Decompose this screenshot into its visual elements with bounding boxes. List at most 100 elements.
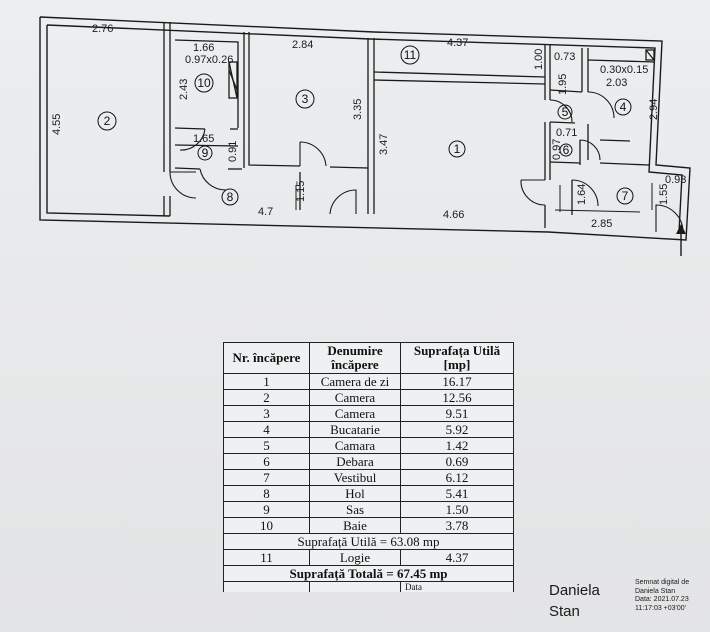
dim-entry-height: 1.55	[658, 184, 670, 205]
row-nr: 8	[223, 485, 310, 502]
dim-r1-height: 3.47	[378, 134, 390, 155]
header-name: Denumire încăpere	[309, 342, 401, 374]
room-marker-2: 2	[97, 111, 117, 131]
row-nr: 4	[223, 421, 310, 438]
row-name: Bucatarie	[309, 421, 401, 438]
interior-walls	[163, 22, 656, 228]
signature-line-2: Daniela Stan	[635, 587, 676, 595]
room-marker-8: 8	[221, 188, 239, 206]
dim-r8-width: 4.7	[258, 206, 273, 218]
dim-entry-width: 0.93	[665, 174, 686, 186]
row-name: Baie	[309, 517, 401, 534]
svg-text:7: 7	[622, 189, 629, 203]
dim-r8-stub: 1.15	[295, 181, 307, 202]
dim-r10-width: 1.66	[193, 42, 214, 54]
signature-line-4: 11:17:03 +03'00'	[635, 604, 687, 612]
grand-total: Suprafață Totală = 67.45 mp	[223, 565, 514, 582]
dim-r10-height: 2.43	[178, 79, 190, 100]
loggia-name: Logie	[309, 549, 401, 566]
svg-text:9: 9	[202, 146, 209, 160]
door-swings	[169, 91, 684, 233]
header-area: Suprafața Utilă [mp]	[400, 342, 514, 374]
row-nr: 5	[223, 437, 310, 454]
row-name: Vestibul	[309, 469, 401, 486]
header-nr: Nr. încăpere	[223, 342, 310, 374]
row-nr: 10	[223, 517, 310, 534]
dim-r9-width: 1.65	[193, 133, 214, 145]
dim-r5-height: 1.95	[557, 74, 569, 95]
svg-text:3: 3	[302, 92, 309, 106]
loggia-area: 4.37	[400, 549, 514, 566]
room-marker-1: 1	[448, 140, 466, 158]
svg-text:6: 6	[563, 143, 570, 157]
row-nr: 6	[223, 453, 310, 470]
room-marker-9: 9	[197, 145, 213, 161]
loggia-nr: 11	[223, 549, 310, 566]
row-area: 0.69	[400, 453, 514, 470]
dim-r3-height: 3.35	[352, 99, 364, 120]
floor-plan: 2.76 4.55 1.66 0.97x0.26 2.43 1.65 0.91 …	[39, 16, 691, 256]
signature-line-1: Semnat digital de	[635, 579, 690, 586]
dimension-ticks	[295, 183, 653, 213]
room-marker-10: 10	[194, 73, 214, 93]
grand-total-row: Suprafață Totală = 67.45 mp	[223, 565, 514, 582]
row-name: Camera	[309, 405, 401, 422]
row-name: Hol	[309, 485, 401, 502]
svg-text:10: 10	[197, 76, 211, 90]
dim-r9-height: 0.91	[227, 141, 239, 162]
dim-r2-height: 4.55	[51, 114, 63, 135]
outer-walls	[39, 16, 691, 241]
row-name: Camera	[309, 389, 401, 406]
row-name: Camera de zi	[309, 373, 401, 390]
row-nr: 2	[223, 389, 310, 406]
dim-r7-height: 1.64	[576, 184, 588, 205]
author-first-name: Daniela	[549, 582, 600, 599]
room-marker-6: 6	[559, 143, 573, 157]
room-marker-11: 11	[400, 45, 420, 65]
dim-r6-height: 0.97	[551, 139, 563, 160]
row-area: 12.56	[400, 389, 514, 406]
entry-arrow	[676, 224, 686, 256]
svg-text:11: 11	[404, 48, 417, 62]
row-area: 6.12	[400, 469, 514, 486]
author-last-name: Stan	[549, 603, 580, 620]
room-markers: 1 2 3 4 5 6 7 8 9 10 11	[97, 45, 634, 206]
dim-r1-width: 4.66	[443, 209, 464, 221]
row-area: 5.41	[400, 485, 514, 502]
svg-text:1: 1	[454, 142, 461, 156]
room-marker-3: 3	[295, 89, 315, 109]
row-nr: 1	[223, 373, 310, 390]
dim-r2-width: 2.76	[92, 23, 113, 35]
dim-r10-niche: 0.97x0.26	[185, 54, 233, 66]
row-name: Debara	[309, 453, 401, 470]
row-area: 9.51	[400, 405, 514, 422]
dim-r4-niche: 0.30x0.15	[600, 64, 648, 76]
row-area: 1.42	[400, 437, 514, 454]
svg-text:5: 5	[562, 105, 569, 119]
dim-r5-top: 0.73	[554, 51, 575, 63]
partial-date-cell: Data	[400, 581, 514, 592]
row-area: 5.92	[400, 421, 514, 438]
row-area: 16.17	[400, 373, 514, 390]
svg-text:8: 8	[227, 190, 234, 204]
row-name: Sas	[309, 501, 401, 518]
partial-row: Data	[223, 581, 514, 592]
table-header-row: Nr. încăpere Denumire încăpere Suprafața…	[223, 342, 514, 374]
row-area: 1.50	[400, 501, 514, 518]
row-nr: 3	[223, 405, 310, 422]
digital-signature: Semnat digital de Daniela Stan Data: 202…	[635, 579, 689, 613]
row-nr: 7	[223, 469, 310, 486]
dim-r6-width: 0.71	[556, 127, 577, 139]
room-marker-7: 7	[616, 187, 634, 205]
svg-text:4: 4	[620, 100, 627, 114]
